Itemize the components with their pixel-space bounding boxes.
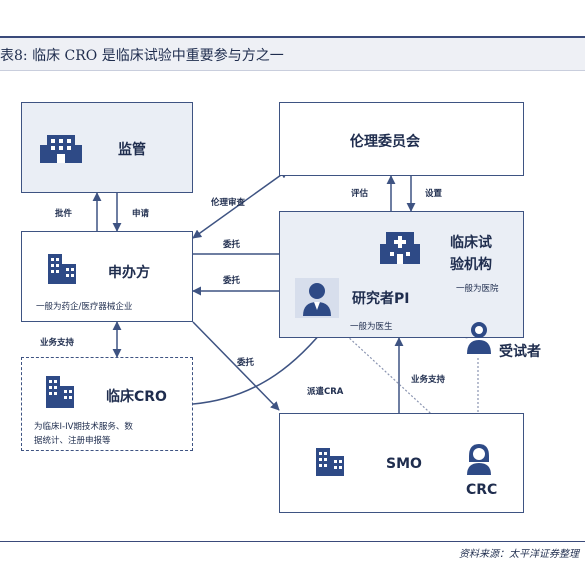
edge-label-business-support-1: 业务支持	[40, 338, 75, 348]
edge-entrust-3	[192, 321, 280, 411]
sponsor-sub: 一般为药企/医疗器械企业	[36, 302, 133, 312]
title-bar: 表8: 临床 CRO 是临床试验中重要参与方之一	[0, 36, 585, 71]
footer-rule	[0, 541, 585, 542]
edge-pi-crc	[331, 321, 469, 449]
cro-label: 临床CRO	[106, 389, 167, 405]
hospital-icon	[380, 232, 420, 264]
sponsor-label: 申办方	[108, 265, 150, 281]
edge-label-entrust-3: 委托	[237, 358, 255, 368]
crc-person-icon	[467, 444, 491, 475]
edge-label-entrust-1: 委托	[223, 240, 241, 250]
site-sub: 一般为医院	[456, 284, 499, 294]
site-label-line1: 临床试	[450, 235, 492, 251]
edge-label-entrust-2: 委托	[223, 276, 241, 286]
figure-title: 表8: 临床 CRO 是临床试验中重要参与方之一	[0, 48, 284, 64]
edge-label-dispatch-cra: 派遣CRA	[307, 387, 344, 397]
cro-sub-line2: 据统计、注册申报等	[34, 436, 111, 446]
smo-box: SMO CRC	[279, 413, 524, 513]
subject-label: 受试者	[499, 344, 541, 360]
building-icon	[40, 135, 82, 163]
building-icon	[46, 376, 74, 408]
edge-label-apply: 申请	[132, 209, 150, 219]
crc-label: CRC	[466, 482, 498, 498]
edge-label-business-support-2: 业务支持	[411, 375, 446, 385]
regulator-label: 监管	[118, 142, 146, 158]
source-note: 资料来源：太平洋证券整理	[459, 549, 579, 560]
doctor-icon	[295, 278, 339, 318]
regulator-box: 监管	[21, 102, 193, 193]
office-icon	[316, 448, 344, 476]
smo-label: SMO	[386, 456, 422, 472]
edge-label-setup: 设置	[425, 189, 443, 199]
cro-box: 临床CRO 为临床I-IV期技术服务、数 据统计、注册申报等	[21, 357, 193, 451]
office-icon	[48, 254, 76, 284]
edge-ethics-review	[192, 169, 289, 239]
cro-sub-line1: 为临床I-IV期技术服务、数	[34, 422, 133, 432]
edge-label-evaluate: 评估	[351, 189, 369, 199]
investigator-sub: 一般为医生	[350, 322, 393, 332]
ethics-box: 伦理委员会	[279, 102, 524, 176]
site-label-line2: 验机构	[450, 257, 492, 273]
investigator-label: 研究者PI	[352, 291, 410, 307]
site-box: 临床试 验机构 一般为医院	[279, 211, 524, 338]
sponsor-box: 申办方 一般为药企/医疗器械企业	[21, 231, 193, 322]
edge-label-approve: 批件	[55, 209, 73, 219]
ethics-label: 伦理委员会	[350, 134, 420, 150]
edge-label-ethics-review: 伦理审查	[211, 198, 246, 208]
subject-icon	[467, 322, 491, 354]
